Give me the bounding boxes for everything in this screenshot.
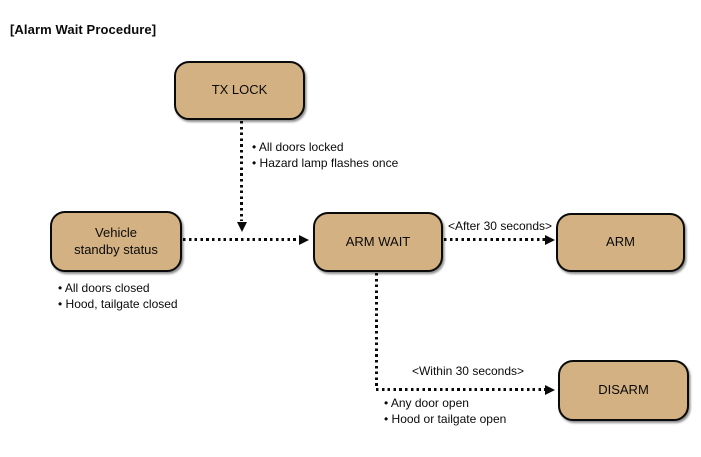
arrowhead-right-icon (545, 385, 555, 395)
connector-vehicle-to-armwait (183, 238, 300, 241)
node-arm-wait: ARM WAIT (313, 212, 443, 272)
condition-item: • Hood or tailgate open (384, 412, 507, 426)
node-arm: ARM (556, 213, 685, 272)
node-arm-wait-label: ARM WAIT (345, 233, 411, 249)
connector-armwait-down (375, 273, 378, 389)
node-vehicle-standby-status-label: Vehicle standby status (74, 224, 158, 257)
condition-item: • Hood, tailgate closed (58, 297, 178, 311)
condition-item: • All doors closed (58, 281, 150, 295)
edge-label-within-30-seconds: <Within 30 seconds> (411, 364, 525, 378)
disarm-conditions: • Any door open • Hood or tailgate open (384, 395, 506, 427)
vehicle-standby-conditions: • All doors closed • Hood, tailgate clos… (58, 280, 178, 312)
edge-label-after-30-seconds: <After 30 seconds> (447, 219, 553, 233)
condition-item: • All doors locked (252, 140, 344, 154)
node-tx-lock: TX LOCK (174, 61, 305, 120)
connector-txlock-down (240, 121, 243, 221)
node-vehicle-standby-status: Vehicle standby status (50, 211, 182, 272)
connector-armwait-to-arm (444, 238, 546, 241)
arrowhead-down-icon (237, 222, 247, 232)
condition-item: • Any door open (384, 396, 469, 410)
diagram-title: [Alarm Wait Procedure] (10, 22, 157, 37)
node-arm-label: ARM (606, 234, 635, 250)
node-disarm-label: DISARM (598, 382, 649, 398)
arrowhead-right-icon (299, 235, 309, 245)
txlock-conditions: • All doors locked • Hazard lamp flashes… (252, 139, 398, 171)
connector-armwait-to-disarm (376, 388, 546, 391)
node-disarm: DISARM (558, 360, 689, 421)
condition-item: • Hazard lamp flashes once (252, 156, 399, 170)
arrowhead-right-icon (545, 235, 555, 245)
node-tx-lock-label: TX LOCK (211, 82, 268, 98)
